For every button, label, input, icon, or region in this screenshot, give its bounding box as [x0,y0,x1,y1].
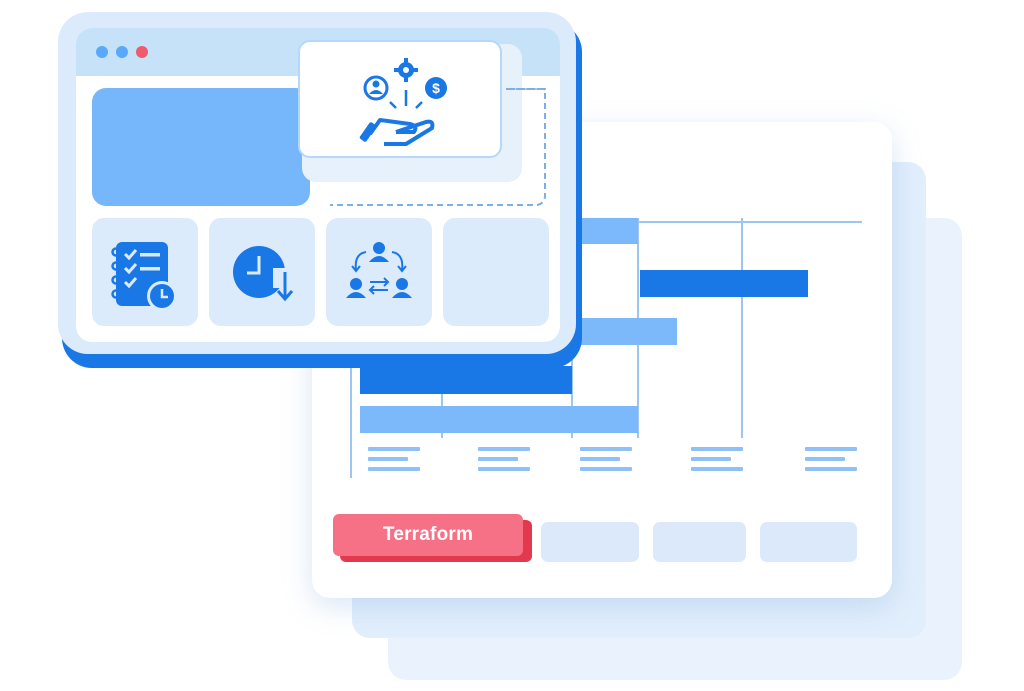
placeholder-pill [760,522,857,562]
axis-label-placeholder [805,447,857,477]
gantt-grid-line [441,360,443,438]
axis-label-placeholder [368,447,420,477]
popup-card[interactable]: $ [298,40,502,158]
gantt-grid-line [571,360,573,438]
hero-placeholder [92,88,310,206]
tile-team[interactable] [326,218,432,326]
svg-text:$: $ [432,80,440,96]
tile-checklist[interactable] [92,218,198,326]
gantt-bar [360,366,572,394]
team-exchange-icon [346,242,412,298]
gantt-bar [640,270,808,297]
checklist-clock-icon [111,242,177,311]
window-dot[interactable] [116,46,128,58]
window-dot[interactable] [96,46,108,58]
placeholder-pill [653,522,746,562]
gantt-axis-line [350,360,352,478]
axis-label-placeholder [478,447,530,477]
axis-label-placeholder [691,447,743,477]
terraform-tag[interactable]: Terraform [333,514,523,556]
placeholder-pill [541,522,639,562]
tile-clock[interactable] [209,218,315,326]
gantt-top-line [580,221,862,223]
clock-download-icon [233,246,297,302]
tile-empty[interactable] [443,218,549,326]
axis-label-placeholder [580,447,632,477]
gantt-grid-line [741,218,743,438]
close-dot[interactable] [136,46,148,58]
dashed-connector [330,88,546,206]
gantt-bar [360,406,638,433]
hand-with-people-gear-dollar-icon: $ [359,58,447,146]
dashed-connector [506,88,546,90]
